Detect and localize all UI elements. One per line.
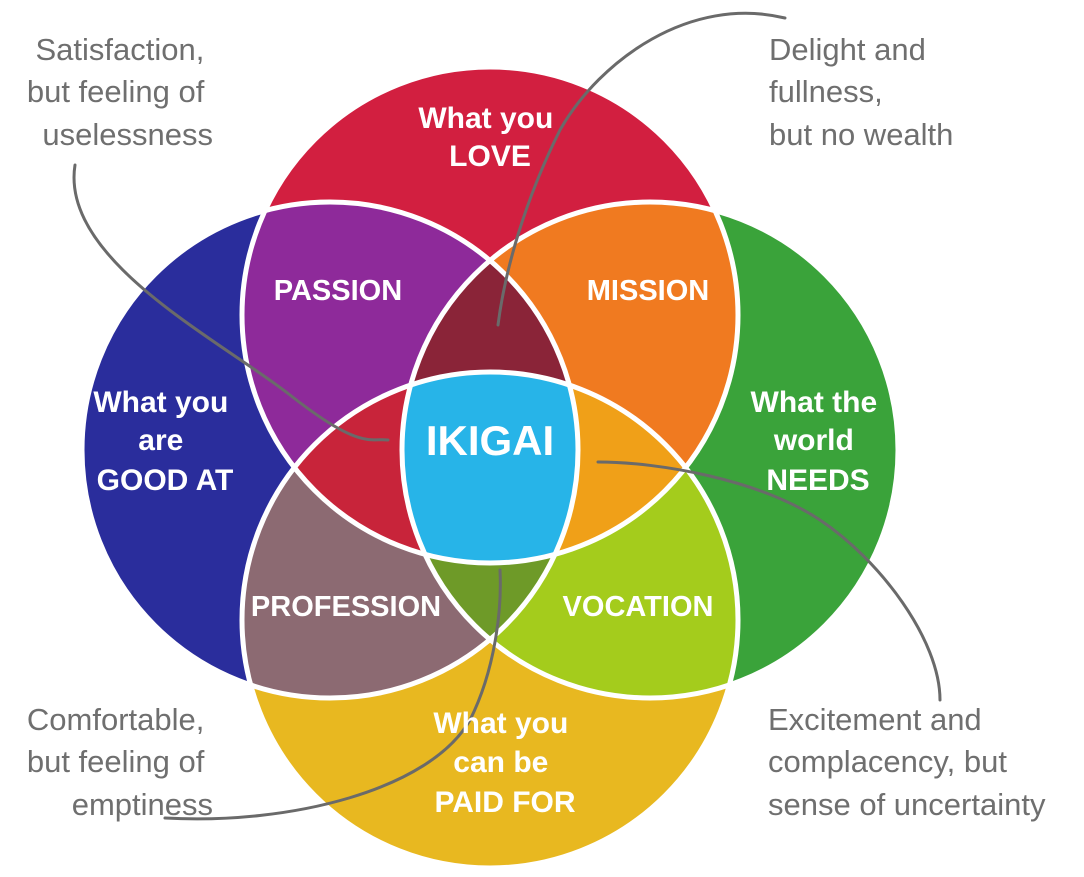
label-passion: PASSION <box>274 275 402 307</box>
outline-world-needs <box>399 199 901 701</box>
annotation-top-left: Satisfaction, but feeling of uselessness <box>27 32 213 152</box>
annotation-bottom-right: Excitement and complacency, but sense of… <box>768 702 1046 822</box>
leader-top-left <box>72 163 390 442</box>
region-love-good-paid <box>242 372 578 563</box>
leader-bottom-left <box>163 568 502 821</box>
outline-good-at <box>79 199 581 701</box>
outline-paid-for <box>239 369 741 871</box>
label-paid-for: What you can be PAID FOR <box>433 707 576 819</box>
region-good-paid-needs <box>402 372 578 698</box>
region-love-good-needs <box>402 202 578 563</box>
label-world-needs: What the world NEEDS <box>751 386 886 497</box>
annotation-top-right: Delight and fullness, but no wealth <box>769 32 953 152</box>
region-love-needs-paid <box>402 372 738 563</box>
annotation-bottom-left: Comfortable, but feeling of emptiness <box>27 702 213 822</box>
leader-bottom-right <box>596 460 942 702</box>
label-good-at: What you are GOOD AT <box>93 386 236 497</box>
label-profession: PROFESSION <box>251 591 441 623</box>
label-vocation: VOCATION <box>563 591 714 623</box>
leader-top-right <box>496 11 787 327</box>
label-ikigai: IKIGAI <box>426 417 554 464</box>
label-love: What you LOVE <box>418 102 561 173</box>
label-mission: MISSION <box>587 275 709 307</box>
outline-love <box>239 64 741 566</box>
